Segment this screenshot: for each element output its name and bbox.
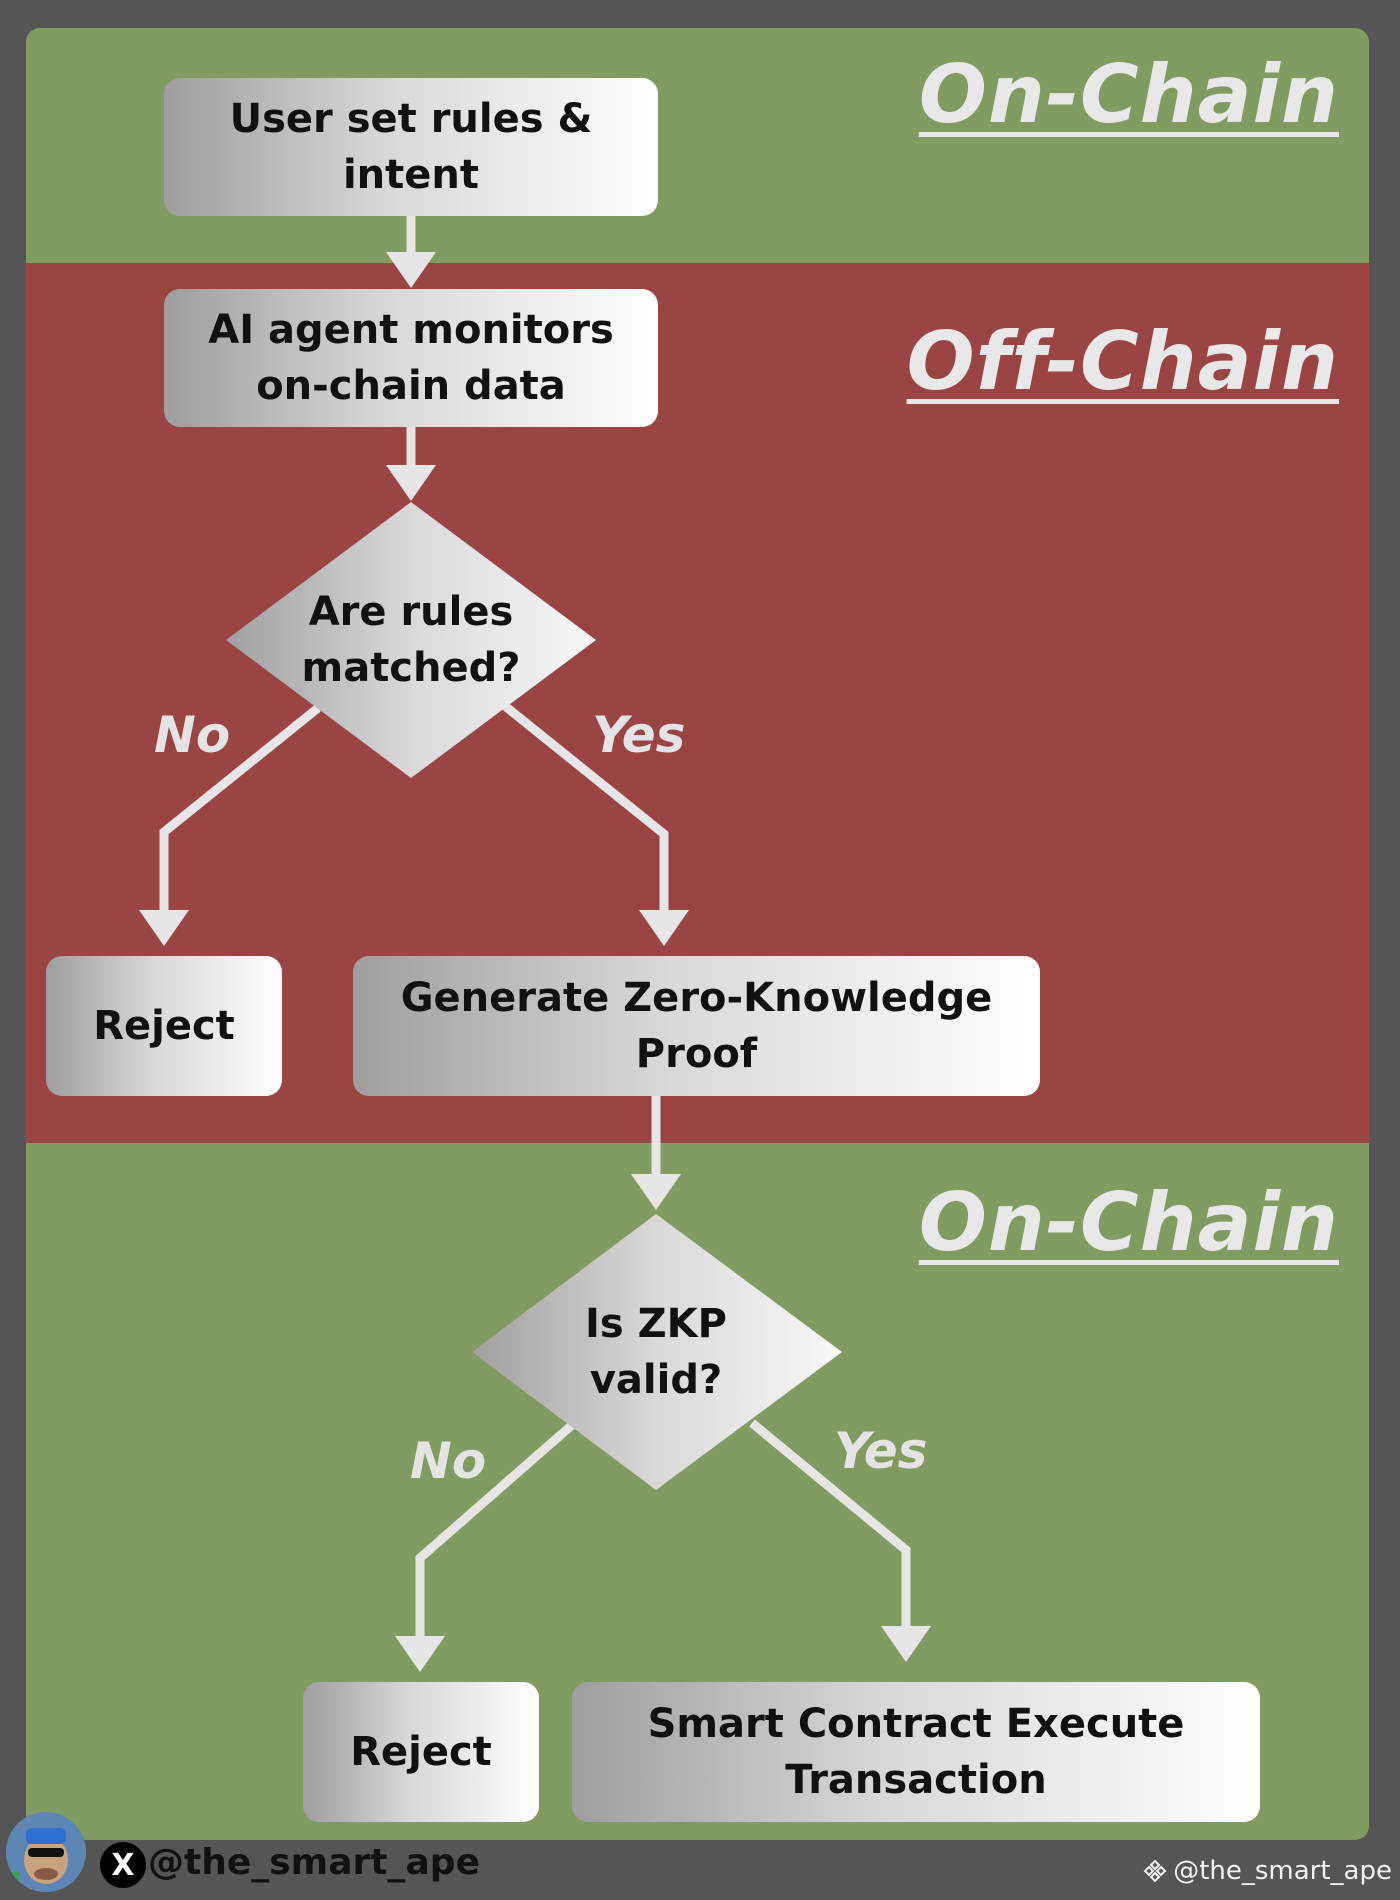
decision1-label: Are rules matched? [301, 589, 521, 691]
zone-label-on-chain-top: On-Chain [918, 48, 1339, 141]
connector-decision2-no [415, 1421, 575, 1640]
edge-label-no-1: No [154, 706, 231, 764]
watermark-handle: @the_smart_ape [1173, 1856, 1392, 1886]
execute-transaction-box: Smart Contract Execute Transaction [572, 1682, 1260, 1822]
arrowhead-6 [395, 1636, 445, 1672]
zone-label-off-chain: Off-Chain [906, 315, 1339, 408]
decision1-diamond [226, 502, 596, 778]
connector-decision2-yes [749, 1419, 911, 1630]
step-set-rules-box: User set rules & intent [164, 78, 658, 216]
arrowhead-2 [386, 465, 436, 501]
x-logo-icon: X [100, 1842, 146, 1888]
edge-label-yes-2: Yes [834, 1422, 928, 1480]
arrowhead-7 [881, 1626, 931, 1662]
arrowhead-5 [631, 1174, 681, 1210]
edge-label-yes-1: Yes [592, 706, 686, 764]
decision2-diamond [472, 1214, 842, 1490]
ape-avatar-icon [6, 1812, 86, 1892]
connector-decision1-no [159, 704, 321, 914]
arrowhead-1 [386, 252, 436, 288]
avatar [6, 1812, 86, 1892]
diamond-logo-icon [1143, 1859, 1167, 1883]
edge-label-no-2: No [410, 1432, 487, 1490]
arrowhead-3 [139, 910, 189, 946]
zone-label-on-chain-bottom: On-Chain [918, 1176, 1339, 1269]
reject-box-1: Reject [46, 956, 282, 1096]
decision2-label: Is ZKP valid? [585, 1301, 727, 1403]
arrowhead-4 [639, 910, 689, 946]
reject-box-2: Reject [303, 1682, 539, 1822]
author-handle: @the_smart_ape [148, 1842, 480, 1883]
step-monitor-box: AI agent monitors on-chain data [164, 289, 658, 427]
generate-zkp-box: Generate Zero-Knowledge Proof [353, 956, 1040, 1096]
watermark: @the_smart_ape [1143, 1856, 1392, 1886]
connector-decision1-yes [502, 702, 669, 914]
